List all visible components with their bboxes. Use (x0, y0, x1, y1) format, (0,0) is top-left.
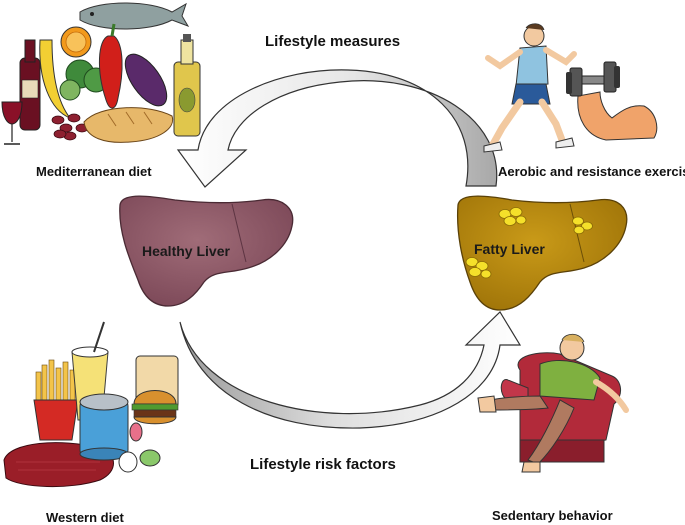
label-mediterranean-diet: Mediterranean diet (36, 164, 152, 179)
label-exercise: Aerobic and resistance exercise (498, 164, 685, 179)
person-armchair-icon (477, 333, 629, 473)
fatty-liver-label: Fatty Liver (474, 241, 545, 257)
runner-icon (483, 23, 577, 153)
fatty-liver (456, 195, 628, 311)
fast-food-icon (3, 321, 179, 487)
label-sedentary-behavior: Sedentary behavior (492, 508, 613, 523)
dumbbell-arm-icon (566, 61, 658, 141)
healthy-liver (119, 195, 294, 307)
bottom-title-lifestyle-risk-factors: Lifestyle risk factors (250, 456, 396, 473)
bottom-cycle-arrow (179, 311, 522, 429)
top-cycle-arrow (176, 69, 498, 188)
mediterranean-food-icon (1, 2, 201, 145)
top-title-lifestyle-measures: Lifestyle measures (265, 33, 401, 50)
label-western-diet: Western diet (46, 510, 124, 525)
healthy-liver-label: Healthy Liver (142, 243, 230, 259)
fat-droplets (465, 207, 593, 279)
